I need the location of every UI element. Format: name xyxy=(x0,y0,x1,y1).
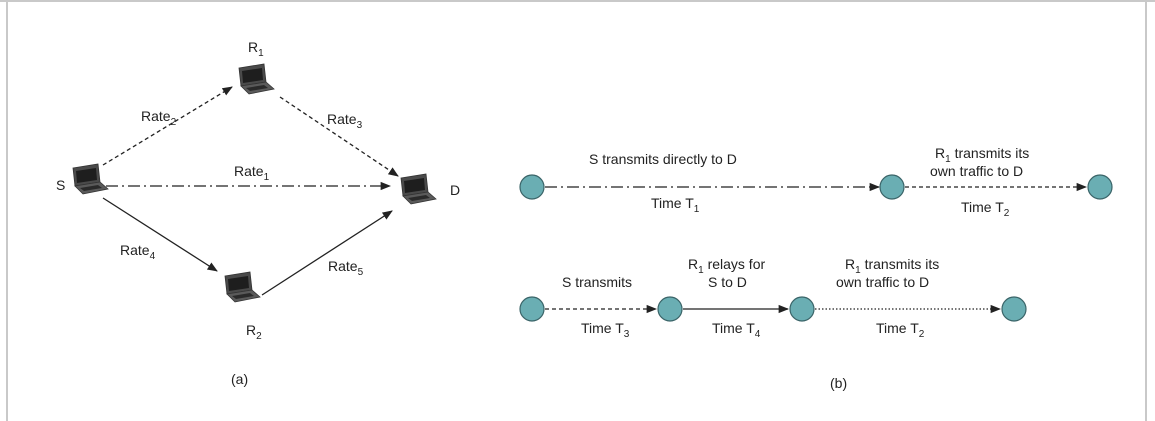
node-label-s: S xyxy=(56,177,65,193)
node-label-d: D xyxy=(450,182,460,198)
row2-seg1-label: S transmits xyxy=(562,274,632,290)
laptop-icon xyxy=(72,163,109,195)
row2-node-1 xyxy=(519,296,545,322)
link-rate5 xyxy=(261,210,393,296)
row1-node-mid xyxy=(879,174,905,200)
row2-seg2-label-line1: R1 relays for xyxy=(688,256,765,276)
row2-seg2-label-line2: S to D xyxy=(708,274,747,290)
laptop-icon xyxy=(400,173,437,205)
row2-seg3-label-line2: own traffic to D xyxy=(836,274,929,290)
link-rate4 xyxy=(102,197,218,272)
laptop-icon xyxy=(224,271,261,303)
link-label-rate3: Rate3 xyxy=(327,111,363,131)
row1-node-end xyxy=(1087,174,1113,200)
row2-node-4 xyxy=(1001,296,1027,322)
row1-seg2-label-line1: R1 transmits its xyxy=(935,145,1029,165)
link-label-rate1: Rate1 xyxy=(234,163,270,183)
row1-seg1-time: Time T1 xyxy=(651,195,700,215)
caption-a: (a) xyxy=(231,371,248,387)
row2-seg3-time: Time T2 xyxy=(876,320,925,340)
laptop-icon xyxy=(238,63,275,95)
row2-seg2-time: Time T4 xyxy=(712,320,761,340)
row1-seg2-label-line2: own traffic to D xyxy=(930,163,1023,179)
link-label-rate4: Rate4 xyxy=(120,242,156,262)
link-label-rate2: Rate2 xyxy=(141,108,177,128)
link-rate2 xyxy=(102,86,233,166)
node-label-r2: R2 xyxy=(246,322,262,342)
row2-node-2 xyxy=(657,296,683,322)
link-label-rate5: Rate5 xyxy=(328,258,364,278)
row1-seg2-time: Time T2 xyxy=(961,199,1010,219)
link-rate3 xyxy=(279,96,399,177)
node-label-r1: R1 xyxy=(248,39,264,59)
caption-b: (b) xyxy=(830,375,847,391)
row2-seg1-time: Time T3 xyxy=(581,320,630,340)
row2-seg3-label-line1: R1 transmits its xyxy=(845,256,939,276)
panel-a: S D R1 R2 Rate2 Rate3 Rate1 Rate4 Rate5 … xyxy=(56,39,460,387)
panel-b: S transmits directly to D Time T1 R1 tra… xyxy=(519,145,1113,391)
row1-seg1-label: S transmits directly to D xyxy=(589,151,737,167)
row1-node-start xyxy=(519,174,545,200)
row2-node-3 xyxy=(789,296,815,322)
